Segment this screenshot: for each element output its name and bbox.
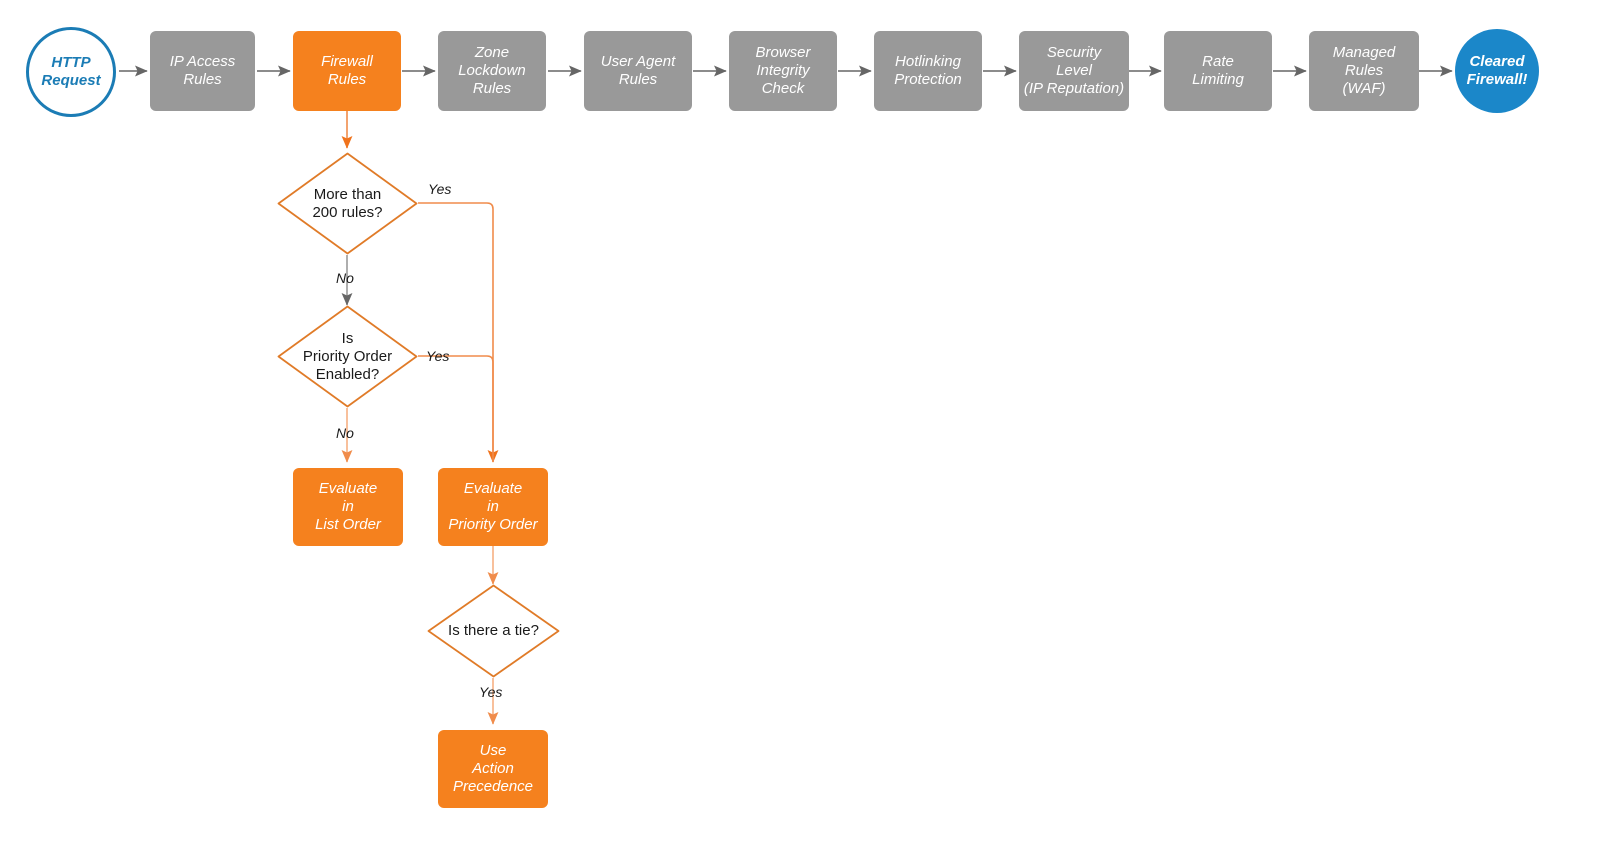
node-use-action-precedence-label: Use Action Precedence: [452, 742, 534, 795]
decision-is-priority-order-enabled-label: Is Priority Order Enabled?: [302, 329, 393, 383]
node-http-request[interactable]: HTTP Request: [26, 27, 116, 117]
node-hotlinking-protection[interactable]: Hotlinking Protection: [874, 31, 982, 111]
decision-is-there-a-tie[interactable]: Is there a tie?: [427, 584, 560, 678]
node-security-level-label: Security Level (IP Reputation): [1023, 44, 1125, 97]
edge-label-more-than-200-yes: Yes: [428, 181, 452, 197]
edge-label-tie-yes: Yes: [479, 684, 503, 700]
node-zone-lockdown-rules[interactable]: Zone Lockdown Rules: [438, 31, 546, 111]
edge-label-priority-order-yes: Yes: [426, 348, 450, 364]
node-zone-lockdown-rules-label: Zone Lockdown Rules: [458, 44, 526, 97]
node-ip-access-rules[interactable]: IP Access Rules: [150, 31, 255, 111]
node-browser-integrity-check[interactable]: Browser Integrity Check: [729, 31, 837, 111]
node-firewall-rules[interactable]: Firewall Rules: [293, 31, 401, 111]
edge-label-more-than-200-no: No: [336, 270, 354, 286]
node-http-request-label: HTTP Request: [41, 54, 101, 89]
edge-priority-yes: [418, 355, 494, 462]
decision-is-priority-order-enabled-shape: [277, 305, 418, 408]
decision-more-than-200-rules-label: More than 200 rules?: [312, 185, 383, 221]
node-managed-rules-waf[interactable]: Managed Rules (WAF): [1309, 31, 1419, 111]
node-cleared-firewall[interactable]: Cleared Firewall!: [1455, 29, 1539, 113]
node-hotlinking-protection-label: Hotlinking Protection: [894, 53, 962, 88]
node-cleared-firewall-label: Cleared Firewall!: [1466, 53, 1528, 88]
node-rate-limiting-label: Rate Limiting: [1192, 53, 1244, 88]
edge-label-priority-order-no: No: [336, 425, 354, 441]
node-browser-integrity-check-label: Browser Integrity Check: [755, 44, 811, 97]
node-use-action-precedence[interactable]: Use Action Precedence: [438, 730, 548, 808]
node-user-agent-rules[interactable]: User Agent Rules: [584, 31, 692, 111]
node-ip-access-rules-label: IP Access Rules: [169, 53, 236, 88]
decision-is-priority-order-enabled[interactable]: Is Priority Order Enabled?: [277, 305, 418, 408]
node-evaluate-in-list-order-label: Evaluate in List Order: [315, 480, 381, 533]
node-security-level[interactable]: Security Level (IP Reputation): [1019, 31, 1129, 111]
node-evaluate-in-priority-order-label: Evaluate in Priority Order: [448, 480, 538, 533]
node-firewall-rules-label: Firewall Rules: [321, 53, 373, 88]
edge-decision200-yes: [418, 202, 499, 463]
decision-more-than-200-rules[interactable]: More than 200 rules?: [277, 152, 418, 255]
node-managed-rules-waf-label: Managed Rules (WAF): [1332, 44, 1396, 97]
decision-is-there-a-tie-label: Is there a tie?: [448, 622, 539, 639]
node-rate-limiting[interactable]: Rate Limiting: [1164, 31, 1272, 111]
node-evaluate-in-list-order[interactable]: Evaluate in List Order: [293, 468, 403, 546]
node-evaluate-in-priority-order[interactable]: Evaluate in Priority Order: [438, 468, 548, 546]
node-user-agent-rules-label: User Agent Rules: [600, 53, 676, 88]
decision-more-than-200-rules-shape: [277, 152, 418, 255]
decision-is-there-a-tie-shape: [427, 584, 560, 678]
